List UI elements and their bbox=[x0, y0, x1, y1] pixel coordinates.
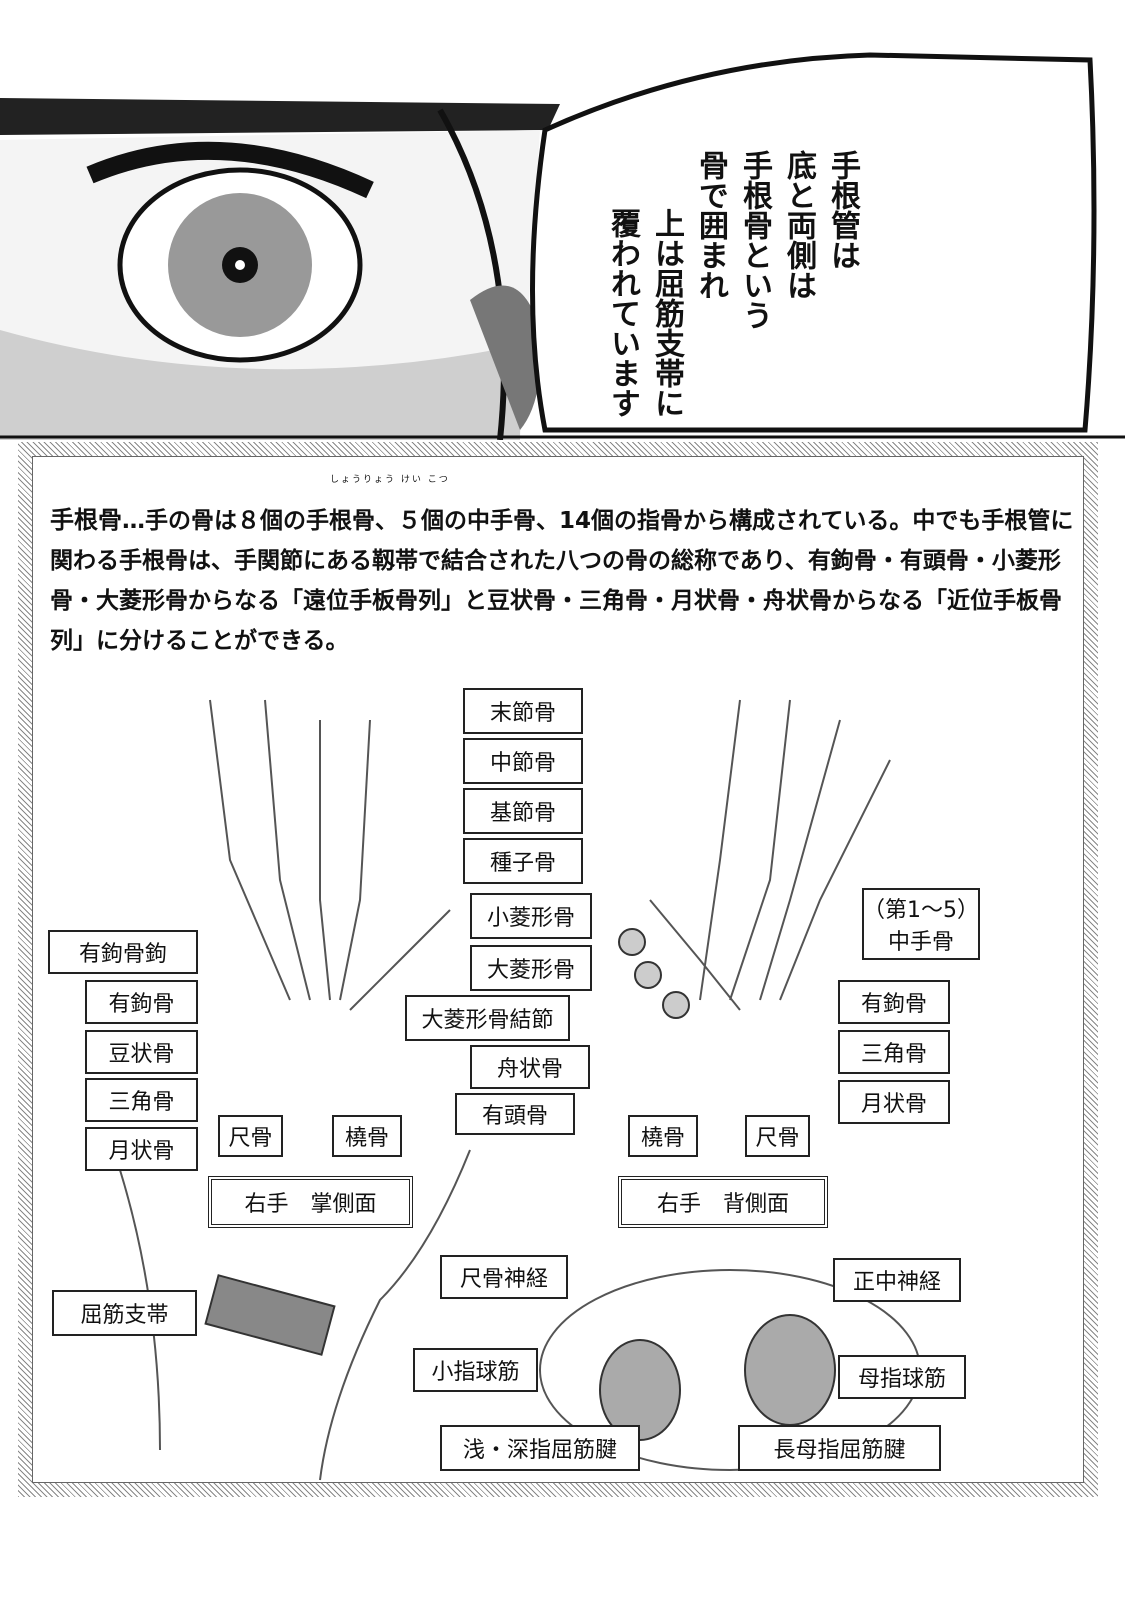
label-middle-phalanx: 中節骨 bbox=[463, 738, 583, 784]
label-trapezoid: 小菱形骨 bbox=[470, 893, 592, 939]
furigana: しょうりょう けい こつ bbox=[330, 475, 450, 485]
bubble-line: 手根骨という bbox=[737, 150, 772, 330]
label-thenar-muscles: 母指球筋 bbox=[838, 1355, 966, 1399]
label-fpl-tendon: 長母指屈筋腱 bbox=[738, 1425, 941, 1471]
label-proximal-phalanx: 基節骨 bbox=[463, 788, 583, 834]
label-hypothenar-muscles: 小指球筋 bbox=[413, 1348, 538, 1392]
label-hamate-left: 有鉤骨 bbox=[85, 980, 198, 1024]
label-radius-right: 橈骨 bbox=[628, 1115, 698, 1157]
label-hamate-hook: 有鉤骨鉤 bbox=[48, 930, 198, 974]
label-flexor-retinaculum: 屈筋支帯 bbox=[52, 1290, 197, 1336]
label-hamate-right: 有鉤骨 bbox=[838, 980, 950, 1024]
eye-illustration bbox=[0, 0, 1125, 440]
bubble-line: 骨で囲まれ bbox=[693, 150, 728, 300]
label-dorsal-view: 右手 背側面 bbox=[618, 1176, 828, 1228]
label-triquetrum-right: 三角骨 bbox=[838, 1030, 950, 1074]
bubble-line: 覆われています bbox=[605, 208, 640, 418]
label-capitate: 有頭骨 bbox=[455, 1093, 575, 1135]
speech-bubble-text: 手根管は 底と両側は 手根骨という 骨で囲まれ 上は屈筋支帯に 覆われています bbox=[600, 150, 864, 418]
term-heading: 手根骨 bbox=[50, 506, 122, 534]
label-ulnar-nerve: 尺骨神経 bbox=[440, 1255, 568, 1299]
label-metacarpal: （第1～5） 中手骨 bbox=[862, 888, 980, 960]
label-sesamoid: 種子骨 bbox=[463, 838, 583, 884]
eye-panel: 手根管は 底と両側は 手根骨という 骨で囲まれ 上は屈筋支帯に 覆われています bbox=[0, 0, 1125, 440]
label-scaphoid: 舟状骨 bbox=[470, 1045, 590, 1089]
speech-bubble bbox=[530, 52, 1097, 433]
label-ulna-right: 尺骨 bbox=[745, 1115, 810, 1157]
label-fds-fdp-tendons: 浅・深指屈筋腱 bbox=[440, 1425, 640, 1471]
label-lunate-left: 月状骨 bbox=[85, 1127, 198, 1171]
label-triquetrum-left: 三角骨 bbox=[85, 1078, 198, 1122]
bubble-line: 上は屈筋支帯に bbox=[649, 208, 684, 418]
label-ulna-left: 尺骨 bbox=[218, 1115, 283, 1157]
label-pisiform: 豆状骨 bbox=[85, 1030, 198, 1074]
explanation-paragraph: 手根骨…手の骨は８個の手根骨、５個の中手骨、14個の指骨から構成されている。中で… bbox=[50, 500, 1075, 661]
label-distal-phalanx: 末節骨 bbox=[463, 688, 583, 734]
label-median-nerve: 正中神経 bbox=[833, 1258, 961, 1302]
bubble-line: 手根管は bbox=[825, 150, 860, 270]
label-radius-left: 橈骨 bbox=[332, 1115, 402, 1157]
label-trapezium-tubercle: 大菱形骨結節 bbox=[405, 995, 570, 1041]
explanation-body: …手の骨は８個の手根骨、５個の中手骨、14個の指骨から構成されている。中でも手根… bbox=[50, 508, 1074, 654]
label-lunate-right: 月状骨 bbox=[838, 1080, 950, 1124]
label-palmar-view: 右手 掌側面 bbox=[208, 1176, 413, 1228]
label-trapezium: 大菱形骨 bbox=[470, 945, 592, 991]
bubble-line: 底と両側は bbox=[781, 150, 816, 300]
